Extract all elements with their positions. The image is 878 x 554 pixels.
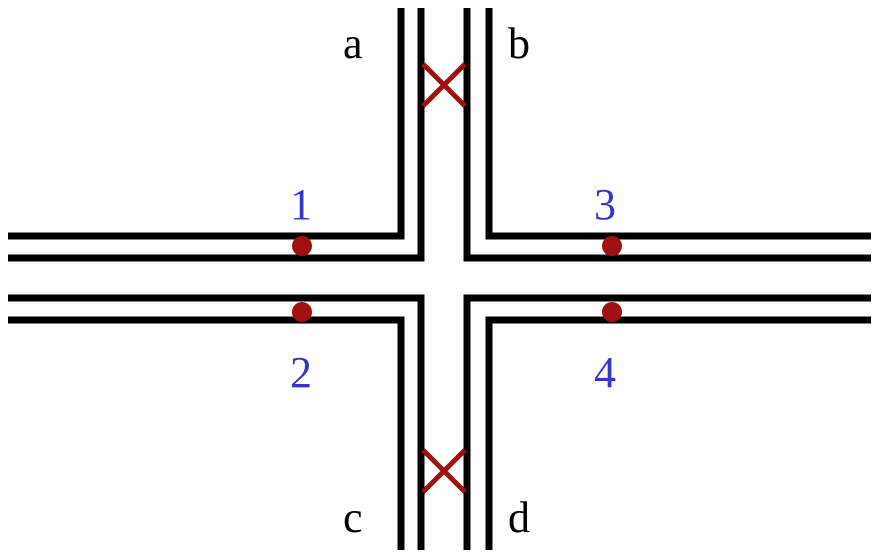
wall-line: [463, 294, 871, 550]
cross-icon: [421, 448, 467, 494]
cross-icon: [421, 62, 467, 108]
wall-line: [8, 8, 425, 262]
node-label-2: 2: [290, 348, 312, 397]
node-label-1: 1: [290, 180, 312, 229]
wall-line: [8, 316, 405, 550]
arm-label-b: b: [508, 19, 530, 68]
dot-icon: [602, 302, 622, 322]
arm-label-c: c: [343, 493, 363, 542]
wall-line: [463, 8, 871, 262]
arm-label-a: a: [343, 19, 363, 68]
wall-line: [485, 8, 871, 240]
node-label-4: 4: [594, 348, 616, 397]
dot-icon: [292, 236, 312, 256]
dot-icon: [292, 302, 312, 322]
wall-line: [8, 8, 405, 240]
wall-line: [485, 316, 871, 550]
wall-line: [8, 294, 425, 550]
dot-icon: [602, 236, 622, 256]
node-label-3: 3: [594, 180, 616, 229]
arm-label-d: d: [508, 493, 530, 542]
